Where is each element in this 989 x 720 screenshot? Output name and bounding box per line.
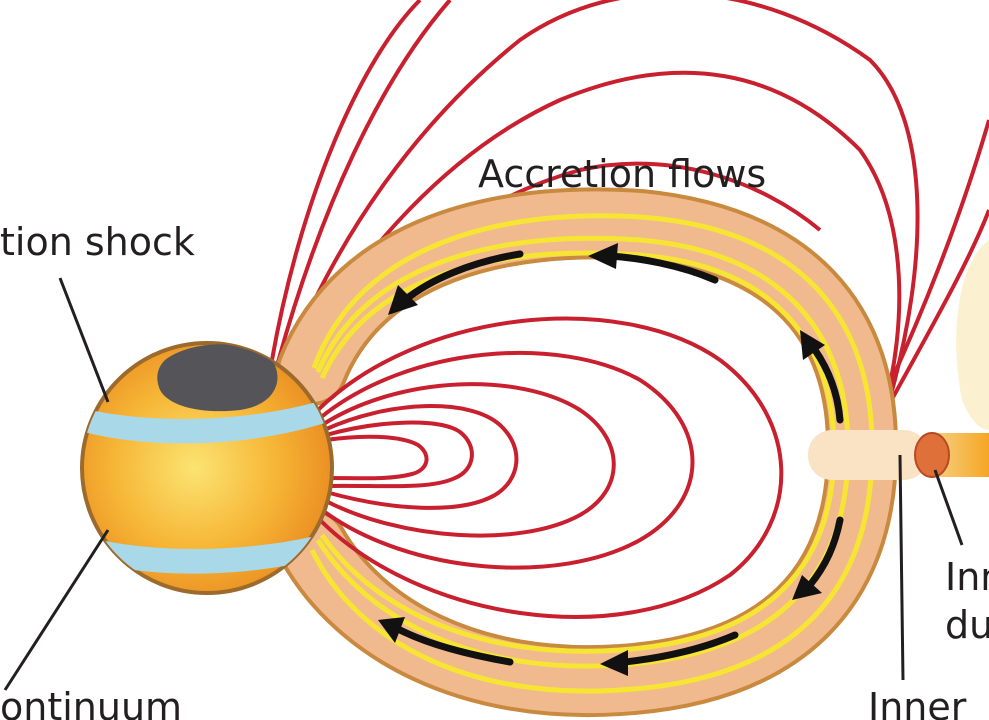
- field-line: [270, 0, 422, 361]
- field-line: [316, 316, 784, 619]
- star: [80, 341, 334, 595]
- flow-arrows: [396, 250, 844, 666]
- outer-disk-flare: [956, 240, 989, 430]
- label-accretion-flows: Accretion flows: [478, 152, 766, 196]
- arrowhead: [600, 650, 628, 676]
- field-line: [318, 351, 695, 570]
- shock-band-upper: [82, 395, 332, 444]
- label-continuum: ontinuum: [0, 685, 182, 720]
- leader-inner: [898, 454, 905, 681]
- arrow-right-upper: [811, 346, 844, 424]
- arrowhead: [378, 617, 405, 643]
- label-inner: Inner: [868, 685, 967, 720]
- field-line: [323, 404, 519, 510]
- label-inner-dust-line1: Inn: [945, 555, 989, 599]
- leader-lines: [3, 277, 964, 691]
- leader-inner-dust: [933, 469, 964, 546]
- inner-field-lines: [316, 316, 784, 619]
- field-line: [325, 434, 429, 481]
- leader-shock: [58, 277, 110, 403]
- label-accretion-shock: tion shock: [0, 220, 195, 264]
- field-line: [276, 0, 452, 363]
- label-inner-dust-line2: du: [945, 603, 989, 647]
- field-line: [884, 209, 989, 411]
- leader-continuum: [3, 529, 110, 691]
- arrowheads: [378, 243, 825, 676]
- arrow-bottom-left: [396, 626, 514, 666]
- arrow-top-right: [606, 252, 719, 284]
- inner-disk: [808, 430, 928, 480]
- field-line: [325, 420, 474, 489]
- arrowhead: [792, 575, 822, 600]
- hotspot: [157, 344, 278, 412]
- field-line: [320, 382, 616, 538]
- field-line: [284, 0, 920, 406]
- field-line: [878, 119, 989, 406]
- arrowhead: [800, 330, 825, 360]
- arrow-right-lower: [806, 516, 844, 589]
- arrow-bottom-right: [621, 631, 739, 666]
- arrowhead: [388, 285, 418, 315]
- arrow-top-left: [401, 250, 524, 304]
- shock-band-lower: [82, 530, 332, 574]
- field-line: [290, 70, 902, 406]
- dust-rim: [914, 432, 950, 478]
- arrowhead: [588, 243, 618, 269]
